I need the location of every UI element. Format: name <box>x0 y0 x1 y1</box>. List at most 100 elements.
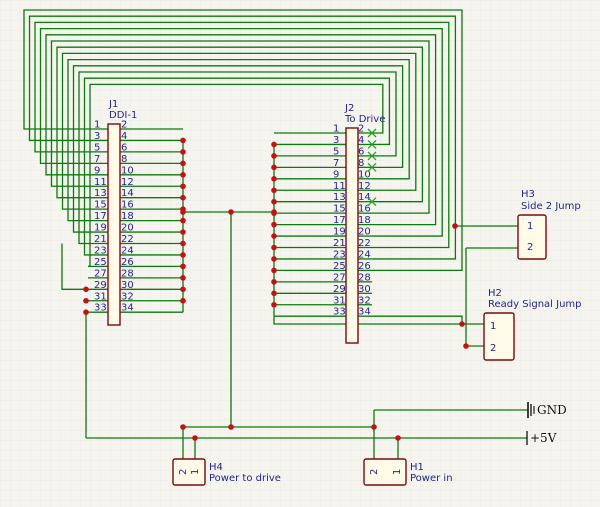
pin-label: 3 <box>94 131 100 142</box>
junction-dot <box>180 252 186 258</box>
j1-body <box>107 123 121 326</box>
pin-label: 22 <box>358 238 371 249</box>
h1-ref: H1 <box>410 462 424 473</box>
pin-label: 6 <box>121 142 127 153</box>
pin-label: 1 <box>333 124 339 135</box>
header-h1[interactable]: 2 1 H1 Power in <box>363 458 453 486</box>
junction-dot <box>271 187 277 194</box>
junction-dot <box>371 424 377 430</box>
pin-label: 32 <box>358 295 371 306</box>
crossover-loop <box>88 83 384 268</box>
crossover-loop <box>45 34 437 226</box>
h2-value: Ready Signal Jump <box>488 299 582 310</box>
pin-label: 29 <box>94 280 107 291</box>
pin-label: 11 <box>333 181 346 192</box>
crossover-loop <box>83 77 391 256</box>
junction-dot <box>180 286 186 293</box>
pin-label: 15 <box>333 204 346 215</box>
j1-pin-labels: 1357911131517192123252729313324681012141… <box>94 120 134 314</box>
pin-label: 31 <box>333 295 346 306</box>
pin-label: 8 <box>358 158 364 169</box>
pin-label: 18 <box>358 215 371 226</box>
crossover-loop <box>78 71 397 245</box>
junction-dot <box>83 286 89 293</box>
junction-dot <box>271 209 277 215</box>
pin-label: 4 <box>358 135 364 146</box>
junction-dot <box>271 141 277 148</box>
h2-pin-2: 2 <box>490 343 496 354</box>
pin-label: 25 <box>333 261 346 272</box>
connector-j1[interactable]: J1 DDI-1 1357911131517192123252729313324… <box>94 99 137 326</box>
h2-body <box>483 312 515 361</box>
h1-pin-1: 1 <box>392 469 403 475</box>
header-h4[interactable]: 2 1 H4 Power to drive <box>172 458 281 486</box>
pin-label: 16 <box>121 200 134 211</box>
junction-dot <box>228 424 234 430</box>
pin-label: 23 <box>94 245 107 256</box>
junction-dot <box>452 223 458 229</box>
junction-dot <box>180 194 186 201</box>
no-connect-mark <box>367 128 377 138</box>
junction-dot <box>271 233 277 239</box>
pin-label: 1 <box>94 120 100 131</box>
pin-label: 17 <box>333 215 346 226</box>
pin-label: 28 <box>121 268 134 279</box>
pin-label: 28 <box>358 272 371 283</box>
connector-j2[interactable]: J2 To Drive 1357911131517192123252729313… <box>333 103 385 344</box>
junction-dot <box>271 176 277 182</box>
pin-label: 25 <box>94 257 107 268</box>
junction-dot <box>180 172 186 178</box>
junction-dot <box>180 263 186 270</box>
wire-layer <box>23 9 528 459</box>
pin-label: 24 <box>121 245 134 256</box>
pin-label: 9 <box>94 165 100 176</box>
header-h3[interactable]: H3 Side 2 Jump 1 2 <box>517 189 581 260</box>
junction-layer <box>83 137 469 441</box>
pin-label: 30 <box>121 280 134 291</box>
h4-pin-2: 2 <box>178 469 189 475</box>
vcc-label: +5V <box>530 431 557 445</box>
pin-label: 30 <box>358 284 371 295</box>
no-connect-mark <box>367 197 377 207</box>
pin-label: 12 <box>358 181 371 192</box>
header-h2[interactable]: H2 Ready Signal Jump 1 2 <box>483 288 582 361</box>
pin-label: 32 <box>121 291 134 302</box>
junction-dot <box>271 244 277 251</box>
pin-label: 19 <box>94 223 107 234</box>
pin-label: 21 <box>94 234 107 245</box>
pin-label: 34 <box>358 307 371 318</box>
h2-ref: H2 <box>488 288 502 299</box>
junction-dot <box>271 153 277 159</box>
h4-ref: H4 <box>209 462 223 473</box>
pin-label: 26 <box>121 257 134 268</box>
h4-pin-1: 1 <box>190 469 201 475</box>
crossover-loop <box>61 52 417 210</box>
crossover-loop <box>39 27 443 237</box>
junction-dot <box>271 221 277 228</box>
pin-label: 23 <box>333 249 346 260</box>
crossover-loop <box>34 21 450 249</box>
junction-dot <box>463 343 469 349</box>
junction-dot <box>83 297 89 304</box>
no-connect-marks <box>367 128 377 207</box>
pin-label: 21 <box>333 238 346 249</box>
h3-pin-2: 2 <box>527 242 533 253</box>
pin-label: 19 <box>333 227 346 238</box>
pin-label: 2 <box>358 124 364 135</box>
h2-pin1-wire <box>372 315 484 325</box>
junction-dot <box>271 256 277 262</box>
pin-label: 18 <box>121 211 134 222</box>
pin-label: 22 <box>121 234 134 245</box>
j2-value: To Drive <box>344 114 385 125</box>
pin-label: 3 <box>333 135 339 146</box>
pin-label: 29 <box>333 284 346 295</box>
junction-dot <box>271 290 277 297</box>
junction-dot <box>271 301 277 308</box>
junction-dot <box>180 229 186 235</box>
junction-dot <box>271 279 277 285</box>
h3-pin-1: 1 <box>527 221 533 232</box>
junction-dot <box>192 435 198 441</box>
gnd-symbol: GND <box>527 402 567 418</box>
pin-label: 5 <box>94 142 100 153</box>
